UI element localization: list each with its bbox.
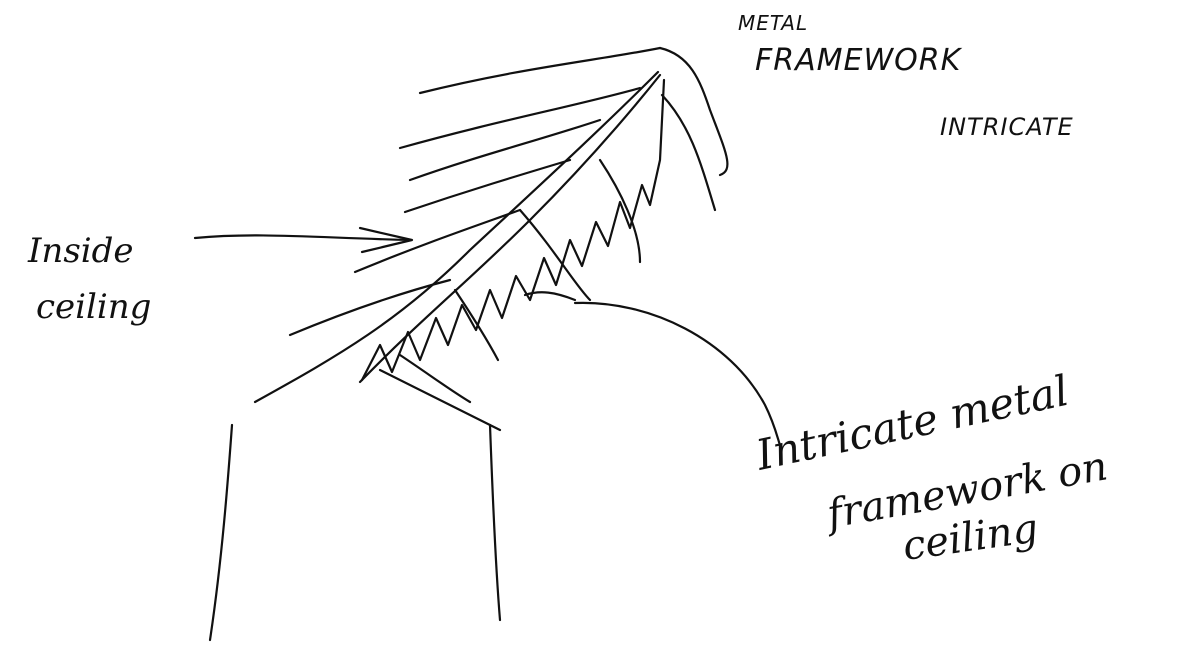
label-inside: Inside: [27, 231, 134, 271]
building-walls: [210, 370, 500, 640]
note-leader-line: [575, 303, 780, 445]
label-intricate: INTRICATE: [940, 113, 1074, 141]
label-metal: METAL: [738, 11, 808, 35]
label-ceiling: ceiling: [36, 287, 151, 327]
framework-ribs-upper: [290, 48, 660, 335]
inside-ceiling-arrow: [195, 228, 412, 252]
label-framework: FRAMEWORK: [755, 43, 963, 78]
framework-ribs-right: [400, 48, 727, 402]
